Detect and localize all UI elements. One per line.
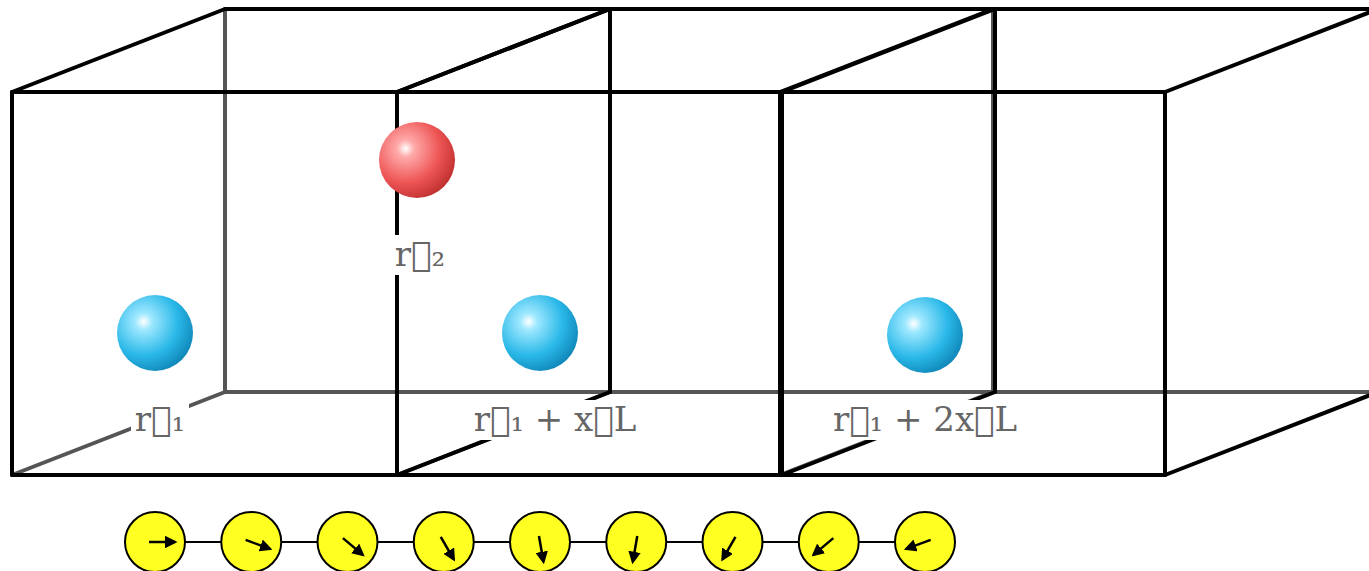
cell-edge bbox=[780, 9, 993, 92]
cell-edge bbox=[397, 473, 782, 477]
spin-site bbox=[221, 512, 281, 571]
cell-edge bbox=[1165, 392, 1369, 475]
cell-edge bbox=[780, 473, 1165, 477]
spin-site bbox=[799, 512, 859, 571]
cell-edge bbox=[1165, 9, 1369, 92]
spin-site bbox=[703, 512, 763, 571]
position-label: r⃗₁ + x⃗L bbox=[470, 400, 641, 439]
cell-edge bbox=[993, 9, 997, 392]
spin-arrow bbox=[813, 538, 833, 555]
spin-arrow bbox=[906, 540, 930, 549]
hidden-edge bbox=[991, 9, 995, 392]
cell-edge bbox=[10, 92, 14, 475]
hidden-edge bbox=[608, 9, 612, 392]
spin-arrow bbox=[246, 540, 270, 549]
position-label: r⃗₂ bbox=[391, 235, 449, 274]
cell-edge bbox=[1163, 92, 1167, 475]
cell-edge bbox=[12, 90, 397, 94]
cell-edge bbox=[993, 7, 1369, 11]
blue-atom bbox=[117, 295, 193, 371]
spin-site bbox=[510, 512, 570, 571]
spin-arrow bbox=[149, 541, 175, 544]
cell-edge bbox=[608, 9, 612, 392]
cell-edge bbox=[12, 473, 397, 477]
cell-edge bbox=[397, 90, 782, 94]
blue-atom bbox=[502, 295, 578, 371]
position-label: r⃗₁ bbox=[131, 400, 189, 439]
position-label: r⃗₁ + 2x⃗L bbox=[829, 400, 1021, 439]
hidden-edge bbox=[225, 390, 610, 394]
cell-edge bbox=[397, 9, 610, 92]
cell-edge bbox=[780, 90, 1165, 94]
spin-site bbox=[895, 512, 955, 571]
blue-atom bbox=[887, 297, 963, 373]
spin-site bbox=[125, 512, 185, 571]
cell-edge bbox=[397, 9, 610, 92]
red-atom bbox=[379, 122, 455, 198]
spin-arrow bbox=[539, 536, 544, 562]
cell-edge bbox=[778, 92, 782, 475]
cell-edge bbox=[225, 7, 610, 11]
hidden-edge bbox=[610, 390, 995, 394]
hidden-edge bbox=[993, 390, 1369, 394]
spin-site bbox=[414, 512, 474, 571]
hidden-edge bbox=[12, 392, 225, 475]
spin-arrow bbox=[633, 536, 638, 562]
spin-arrow bbox=[441, 537, 454, 560]
hidden-edge bbox=[223, 9, 227, 392]
spin-site bbox=[606, 512, 666, 571]
cell-edge bbox=[610, 7, 995, 11]
spin-arrow bbox=[343, 538, 363, 555]
cell-edge bbox=[12, 9, 225, 92]
spin-arrow bbox=[723, 537, 736, 560]
cell-edge bbox=[780, 92, 784, 475]
spin-site bbox=[318, 512, 378, 571]
